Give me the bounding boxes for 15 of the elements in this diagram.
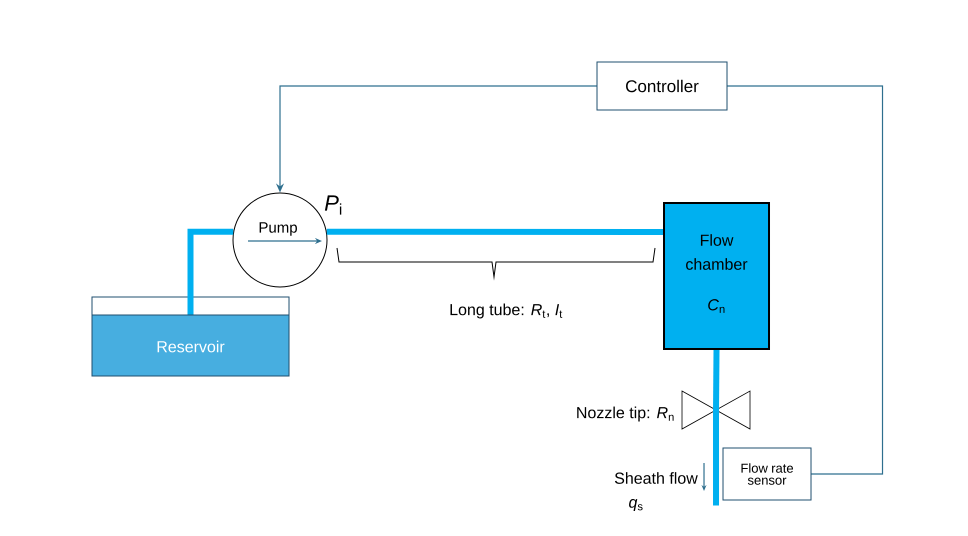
pressure-label: P$_{i}$ bbox=[324, 195, 342, 215]
controller-box: Controller bbox=[596, 62, 728, 110]
reservoir-tank: Reservoir bbox=[92, 296, 290, 376]
flow-chamber-box: Flow chamber C$_{n}$ bbox=[663, 202, 770, 350]
nozzle-label: Nozzle tip: R$_{n}$ bbox=[577, 406, 674, 422]
pipe bbox=[713, 410, 719, 506]
tube-label: Long tube: R$_{t}$, I$_{t}$ bbox=[450, 304, 562, 318]
pipe bbox=[188, 228, 234, 314]
pipe bbox=[713, 350, 720, 410]
valve-symbol bbox=[682, 390, 750, 430]
pipe bbox=[326, 228, 663, 235]
sensor-box: Flow rate sensor bbox=[722, 448, 812, 500]
flow-label: Sheath flow bbox=[614, 472, 698, 484]
signal-line bbox=[728, 85, 884, 475]
flow-symbol: q$_{s}$ bbox=[629, 499, 643, 511]
